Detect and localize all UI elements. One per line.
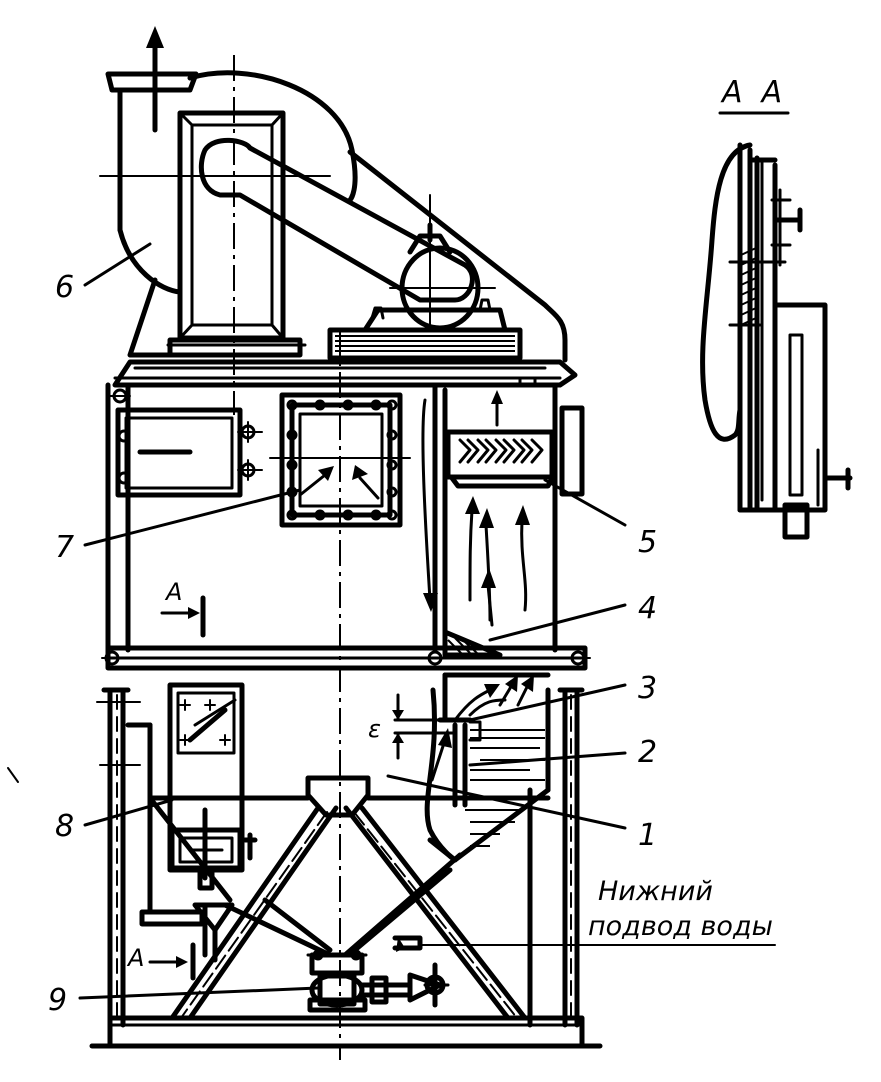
section-view-title: A A (720, 75, 782, 110)
callout-6: 6 (55, 270, 74, 305)
fan-motor (327, 222, 523, 361)
callout-3: 3 (638, 671, 657, 706)
top-plate (112, 359, 578, 388)
callout-2: 2 (638, 735, 657, 770)
fan-6 (105, 70, 568, 363)
middle-flange (101, 645, 591, 671)
gap-symbol: ε (368, 715, 381, 743)
section-view-aa: A A (700, 75, 853, 540)
callout-4: 4 (638, 591, 657, 626)
callout-7: 7 (55, 530, 74, 565)
upper-housing (105, 376, 585, 653)
water-note-line2: подвод воды (588, 911, 773, 942)
water-note-line1: Нижний (598, 876, 713, 907)
callout-9: 9 (48, 983, 67, 1018)
baffle-4 (442, 629, 503, 658)
callout-1: 1 (638, 818, 657, 853)
callout-5: 5 (638, 525, 657, 560)
section-letter-top: A (164, 578, 182, 606)
droplet-eliminator-5 (445, 390, 555, 489)
sludge-hopper-1 (89, 775, 603, 1049)
leader-lines (78, 242, 627, 1000)
section-mark-top: A (160, 578, 206, 638)
callout-numbers: 6 7 8 9 5 4 3 2 1 (48, 270, 657, 1018)
water-inlet-note: Нижний подвод воды (588, 876, 773, 942)
gas-flow-arrows (421, 398, 530, 627)
callout-8: 8 (55, 809, 74, 844)
lower-housing: ε (101, 672, 585, 1028)
stray-mark (7, 767, 19, 783)
exhaust-arrow (146, 26, 164, 133)
section-mark-bottom: A (126, 942, 196, 981)
separator-box-8 (139, 682, 258, 963)
discharge-valve-9 (306, 935, 776, 1013)
section-letter-bottom: A (126, 944, 144, 972)
